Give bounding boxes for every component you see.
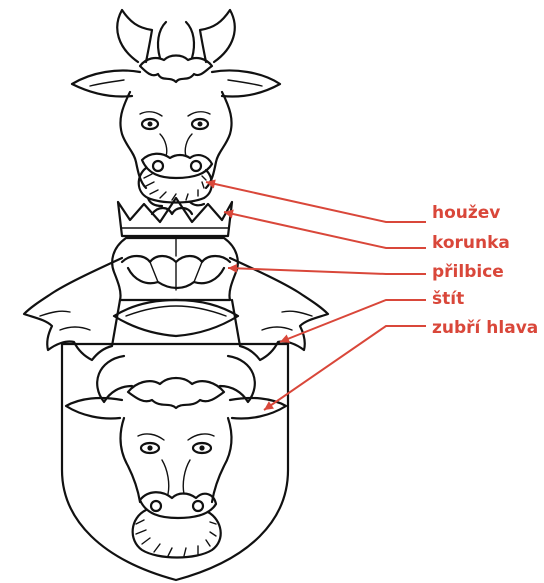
leader-line-stit xyxy=(280,300,426,342)
crest-bison-head xyxy=(72,10,280,206)
arrowhead-zubri-hlava xyxy=(264,401,274,410)
leader-lines xyxy=(206,180,426,410)
leader-line-korunka xyxy=(224,212,426,248)
shield-bison-head xyxy=(66,356,286,558)
coronet xyxy=(118,198,232,236)
label-zubri-hlava: zubří hlava xyxy=(432,318,538,338)
helmet xyxy=(112,238,238,300)
label-prilbice: přilbice xyxy=(432,262,504,282)
label-houzev: houžev xyxy=(432,203,500,223)
arrowhead-prilbice xyxy=(228,264,237,273)
label-stit: štít xyxy=(432,289,464,309)
label-korunka: korunka xyxy=(432,233,510,253)
